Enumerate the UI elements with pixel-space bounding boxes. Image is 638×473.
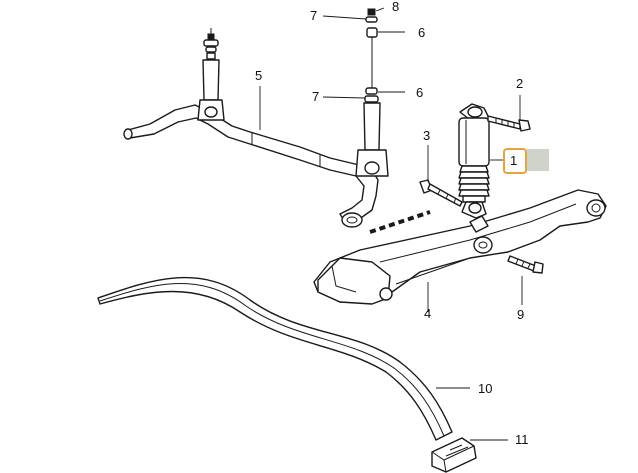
left-stabilizer-link <box>197 28 225 121</box>
highlight-swatch <box>527 149 549 171</box>
callout-4[interactable]: 4 <box>424 306 431 321</box>
bolt-upper <box>487 115 531 132</box>
callout-7-lower[interactable]: 7 <box>312 89 319 104</box>
callout-labels: 8 7 6 5 2 7 6 3 9 4 10 11 <box>255 0 529 447</box>
callout-7-upper[interactable]: 7 <box>310 8 317 23</box>
callout-6-upper[interactable]: 6 <box>418 25 425 40</box>
highlight-box <box>503 148 527 174</box>
leaf-spring <box>97 276 453 441</box>
leader-lines <box>259 7 523 441</box>
callout-3[interactable]: 3 <box>423 128 430 143</box>
right-stabilizer-link <box>355 8 389 177</box>
spring-pad <box>431 437 477 473</box>
trailing-arm <box>313 189 607 305</box>
callout-8[interactable]: 8 <box>392 0 399 14</box>
callout-1[interactable]: 1 <box>510 153 517 168</box>
callout-6-lower[interactable]: 6 <box>416 85 423 100</box>
callout-11[interactable]: 11 <box>515 432 529 447</box>
callout-9[interactable]: 9 <box>517 307 524 322</box>
bolt-axle <box>507 255 544 274</box>
hidden-edge-dashes <box>369 210 431 234</box>
stabilizer-bar <box>123 104 379 228</box>
callout-5[interactable]: 5 <box>255 68 262 83</box>
callout-10[interactable]: 10 <box>478 381 492 396</box>
bolt-lower <box>419 179 463 207</box>
callout-2[interactable]: 2 <box>516 76 523 91</box>
selected-callout-1[interactable]: 1 <box>503 148 549 174</box>
shock-absorber <box>458 103 491 219</box>
